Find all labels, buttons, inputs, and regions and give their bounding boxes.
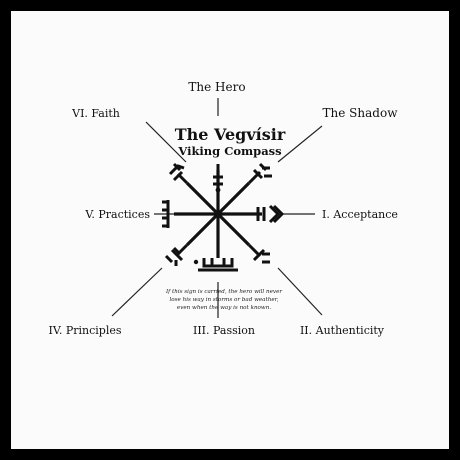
caption-block: If this sign is carried, the hero will n… (165, 289, 282, 311)
rune-south (193, 258, 238, 272)
rune-southeast (247, 243, 270, 264)
rune-northwest (168, 162, 189, 185)
label-practices: V. Practices (84, 208, 150, 221)
spoke-diagonal-b (185, 181, 251, 247)
leader-line-sw (111, 267, 163, 317)
caption-line-3: even when the way is not known. (177, 305, 271, 311)
label-acceptance: I. Acceptance (322, 208, 398, 221)
label-faith: VI. Faith (71, 107, 120, 120)
label-the-hero: The Hero (188, 80, 245, 94)
caption-line-2: lose his way in storms or bad weather, (169, 297, 278, 303)
rune-north (213, 164, 223, 193)
rune-west (162, 200, 170, 228)
label-the-shadow: The Shadow (323, 106, 399, 120)
diagram-title: The Vegvísir (175, 125, 286, 144)
rune-northeast (247, 162, 272, 185)
leader-line-ne (277, 125, 323, 163)
label-authenticity: II. Authenticity (300, 324, 385, 337)
label-principles: IV. Principles (48, 324, 121, 337)
rune-southwest (164, 243, 189, 266)
diagram-subtitle: Viking Compass (177, 144, 281, 158)
label-passion: III. Passion (193, 324, 255, 337)
vegvisir-symbol (162, 162, 285, 272)
rune-east (256, 204, 285, 224)
caption-line-1: If this sign is carried, the hero will n… (165, 289, 282, 295)
leader-line-nw (145, 121, 187, 163)
canvas-background (11, 11, 449, 449)
leader-line-se (277, 267, 323, 316)
